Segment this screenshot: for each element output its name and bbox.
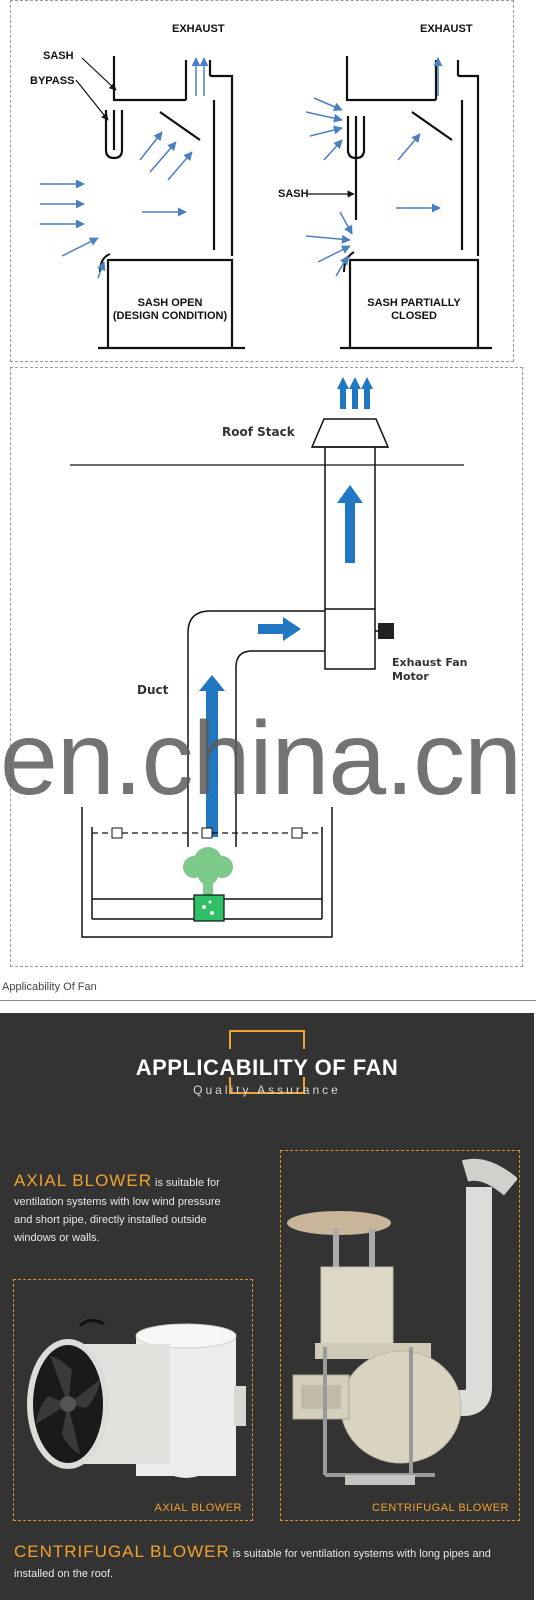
panel-subtitle: Quality Assurance — [193, 1083, 341, 1097]
exhaust-label-left: EXHAUST — [172, 23, 225, 35]
title-bracket-frame — [229, 1030, 305, 1094]
axial-heading: AXIAL BLOWER — [14, 1171, 152, 1190]
exhaust-label-right: EXHAUST — [420, 23, 473, 35]
applicability-panel: APPLICABILITY OF FAN Quality Assurance A… — [0, 1013, 534, 1600]
exhaust-system-diagram — [70, 377, 464, 938]
axial-blower-frame: AXIAL BLOWER — [13, 1279, 253, 1521]
centrifugal-heading: CENTRIFUGAL BLOWER — [14, 1542, 230, 1561]
fume-cloud — [183, 847, 233, 897]
sash-open-caption-line1: SASH OPEN — [137, 297, 203, 309]
sash-closed-caption-line2: CLOSED — [391, 310, 437, 322]
airflow-arrows-right — [305, 57, 443, 277]
axial-text-line1: is suitable for — [151, 1177, 220, 1189]
axial-text-line3: and short pipe, directly installed outsi… — [14, 1214, 207, 1226]
exhaust-fan-motor-label-line2: Motor — [392, 670, 429, 683]
roof-stack-label: Roof Stack — [222, 425, 295, 439]
centrifugal-text-line2: installed on the roof. — [14, 1568, 114, 1580]
sash-open-caption-line2: (DESIGN CONDITION) — [112, 310, 228, 322]
fume-hood-airflow-diagram — [40, 56, 492, 350]
centrifugal-blower-image — [287, 1158, 517, 1485]
centrifugal-blower-caption: CENTRIFUGAL BLOWER — [372, 1502, 509, 1514]
exhaust-system-diagram-frame — [10, 367, 523, 967]
watermark-text: en.china.cn — [0, 701, 522, 817]
axial-text-line2: ventilation systems with low wind pressu… — [14, 1196, 221, 1208]
sash-label-left: SASH — [43, 50, 74, 62]
sash-closed-caption-line1: SASH PARTIALLY — [367, 297, 461, 309]
centrifugal-text-line1: is suitable for ventilation systems with… — [229, 1548, 491, 1560]
axial-text-line4: windows or walls. — [14, 1232, 100, 1244]
section-divider — [0, 1000, 536, 1001]
duct-label: Duct — [137, 683, 169, 697]
hood-sash-open — [98, 56, 245, 350]
axial-blower-image — [27, 1319, 246, 1478]
sash-label-right: SASH — [278, 188, 309, 200]
axial-blower-caption: AXIAL BLOWER — [154, 1502, 242, 1514]
fume-hood-diagram-frame — [10, 0, 514, 362]
centrifugal-description: CENTRIFUGAL BLOWER is suitable for venti… — [14, 1541, 526, 1583]
bypass-label: BYPASS — [30, 75, 75, 87]
hood-sash-closed — [340, 56, 492, 350]
airflow-arrows-left — [40, 57, 209, 279]
blue-flow-arrows — [199, 377, 373, 837]
panel-title: APPLICABILITY OF FAN — [135, 1055, 399, 1080]
exhaust-fan-motor-label-line1: Exhaust Fan — [392, 656, 468, 669]
axial-description: AXIAL BLOWER is suitable for ventilation… — [14, 1171, 264, 1247]
section-label: Applicability Of Fan — [2, 981, 97, 993]
centrifugal-blower-frame: CENTRIFUGAL BLOWER — [280, 1150, 520, 1521]
beaker — [193, 894, 225, 922]
